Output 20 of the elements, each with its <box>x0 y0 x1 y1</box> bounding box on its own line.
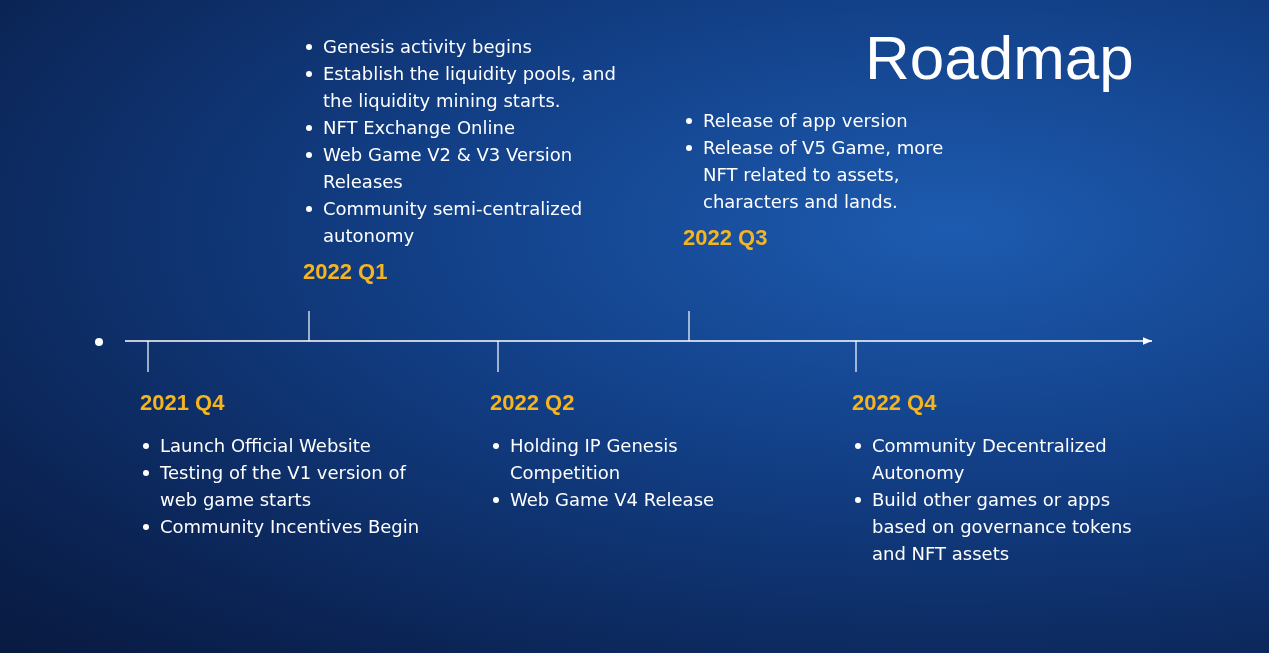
bullet-text: Launch Official Website <box>160 435 371 456</box>
bullet-text: Community Incentives Begin <box>160 516 420 537</box>
bullet-text: Genesis activity begins <box>323 36 532 57</box>
bullet-text: Web Game V4 Release <box>510 489 715 510</box>
bullet-text: Testing of the V1 version of web game starts <box>160 462 406 510</box>
bullet-text: NFT Exchange Online <box>323 117 515 138</box>
period-heading: 2021 Q4 <box>140 390 226 416</box>
bullet-text: Release of app version <box>703 110 908 131</box>
bullet-text: Web Game V2 & V3 Version Releases <box>323 144 573 192</box>
bullet-text: Release of V5 Game, more NFT related to assets, characters and lands. <box>703 137 944 212</box>
bullet-text: Holding IP Genesis Competition <box>510 435 678 483</box>
period-heading: 2022 Q4 <box>852 390 938 416</box>
period-heading: 2022 Q3 <box>683 225 769 251</box>
bullet-text: Build other games or apps based on governance tokens and NFT assets <box>872 489 1132 564</box>
period-heading: 2022 Q1 <box>303 259 389 285</box>
bullet-text: Establish the liquidity pools, and the liquidity mining starts. <box>323 63 616 111</box>
bullet-text: Community semi-centralized autonomy <box>323 198 583 246</box>
period-heading: 2022 Q2 <box>490 390 576 416</box>
title: Roadmap <box>865 22 1134 93</box>
bullet-text: Community Decentralized Autonomy <box>872 435 1107 483</box>
